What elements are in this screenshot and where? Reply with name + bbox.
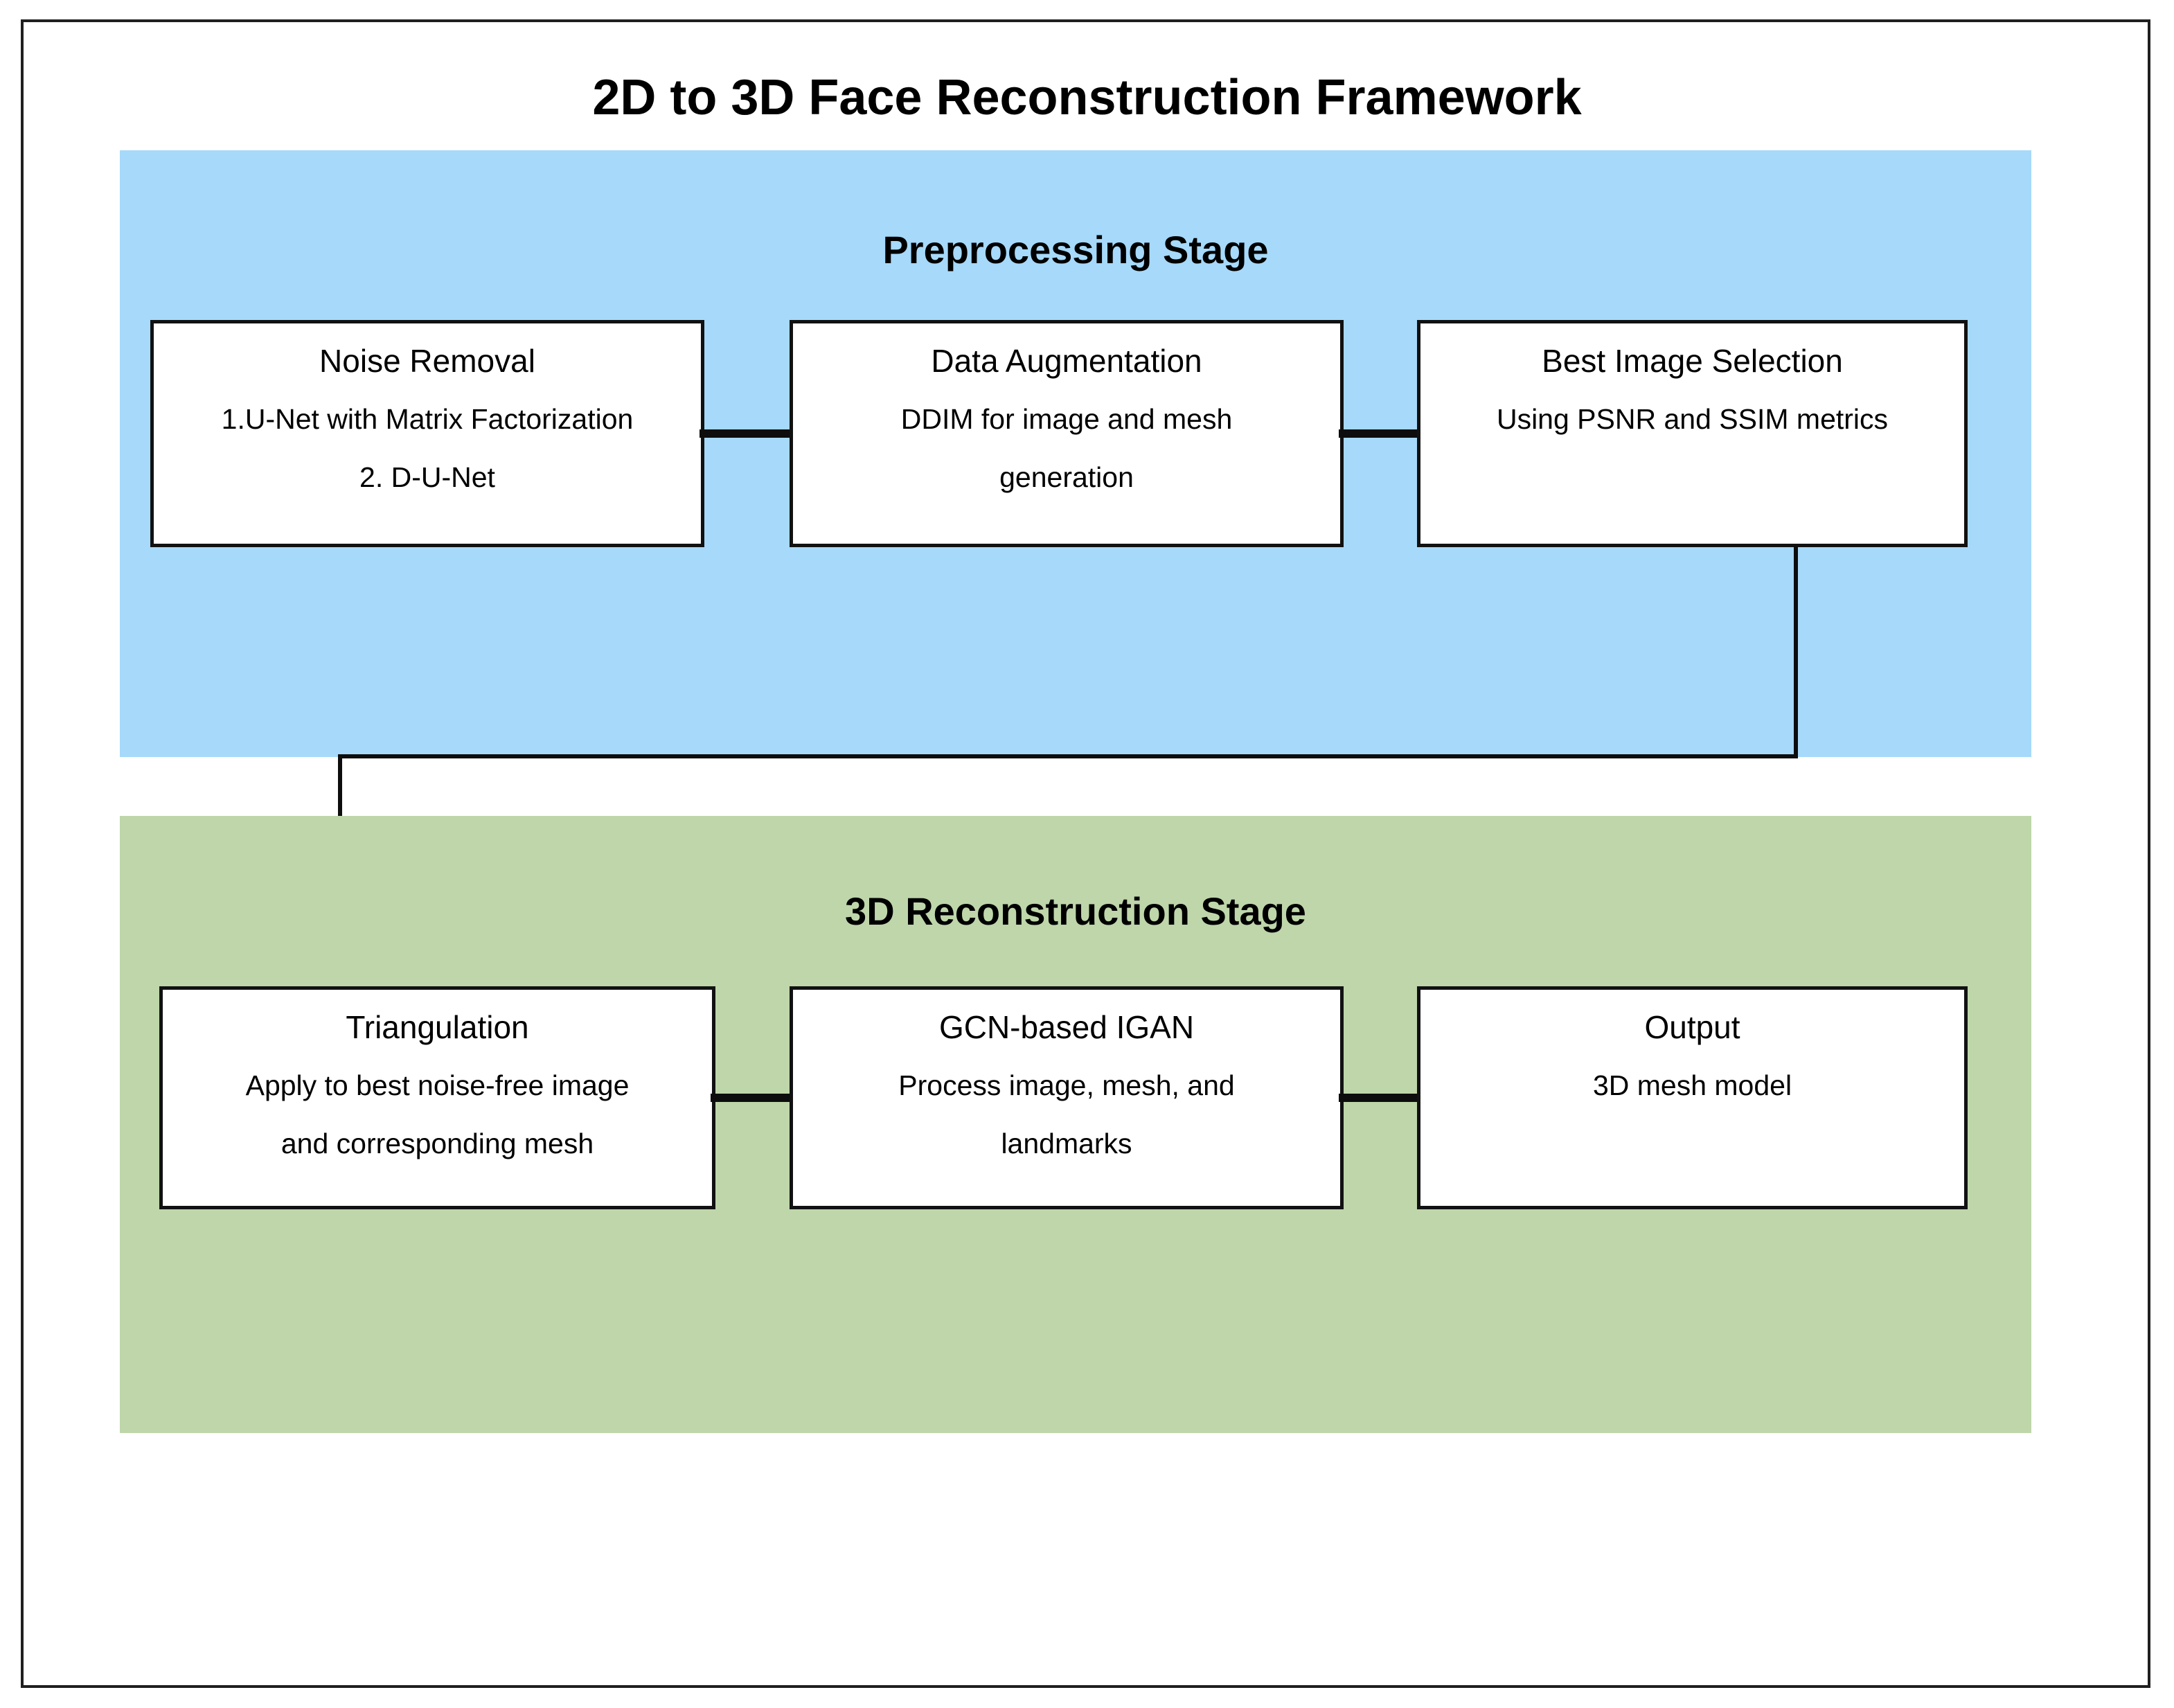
- node-text-line: generation: [999, 461, 1134, 493]
- node-title: Best Image Selection: [1542, 343, 1843, 379]
- node-gcn-igan: GCN-based IGAN Process image, mesh, and …: [790, 986, 1344, 1209]
- arrow-augmentation-to-selection: [1339, 429, 1420, 438]
- node-text-line: 1.U-Net with Matrix Factorization: [221, 403, 634, 435]
- arrow-noise-to-augmentation: [700, 429, 792, 438]
- node-data-augmentation: Data Augmentation DDIM for image and mes…: [790, 320, 1344, 547]
- node-text-line: 3D mesh model: [1592, 1069, 1792, 1101]
- stage-reconstruction-label: 3D Reconstruction Stage: [845, 889, 1306, 933]
- node-text-line: DDIM for image and mesh: [900, 403, 1233, 435]
- node-text-line: and corresponding mesh: [280, 1128, 594, 1159]
- node-triangulation: Triangulation Apply to best noise-free i…: [159, 986, 715, 1209]
- node-text-line: Using PSNR and SSIM metrics: [1496, 403, 1889, 435]
- node-text-line: 2. D-U-Net: [359, 461, 495, 493]
- node-text-line: Apply to best noise-free image: [245, 1069, 630, 1101]
- node-noise-removal: Noise Removal 1.U-Net with Matrix Factor…: [150, 320, 704, 547]
- node-best-image-selection: Best Image Selection Using PSNR and SSIM…: [1417, 320, 1968, 547]
- connector-vertical-from-selection: [1794, 546, 1798, 757]
- node-title: Output: [1644, 1009, 1740, 1045]
- node-output: Output 3D mesh model: [1417, 986, 1968, 1209]
- node-title: GCN-based IGAN: [938, 1009, 1195, 1045]
- connector-horizontal-segment: [338, 754, 1798, 758]
- arrow-triangulation-to-igan: [711, 1094, 792, 1102]
- arrow-igan-to-output: [1339, 1094, 1420, 1102]
- node-title: Triangulation: [346, 1009, 529, 1045]
- diagram-title: 2D to 3D Face Reconstruction Framework: [592, 70, 1582, 125]
- node-title: Noise Removal: [319, 343, 535, 379]
- node-text-line: Process image, mesh, and: [898, 1069, 1235, 1101]
- outer-border: [21, 19, 2150, 1688]
- stage-preprocessing-label: Preprocessing Stage: [882, 228, 1269, 272]
- node-title: Data Augmentation: [931, 343, 1202, 379]
- node-text-line: landmarks: [1001, 1128, 1132, 1159]
